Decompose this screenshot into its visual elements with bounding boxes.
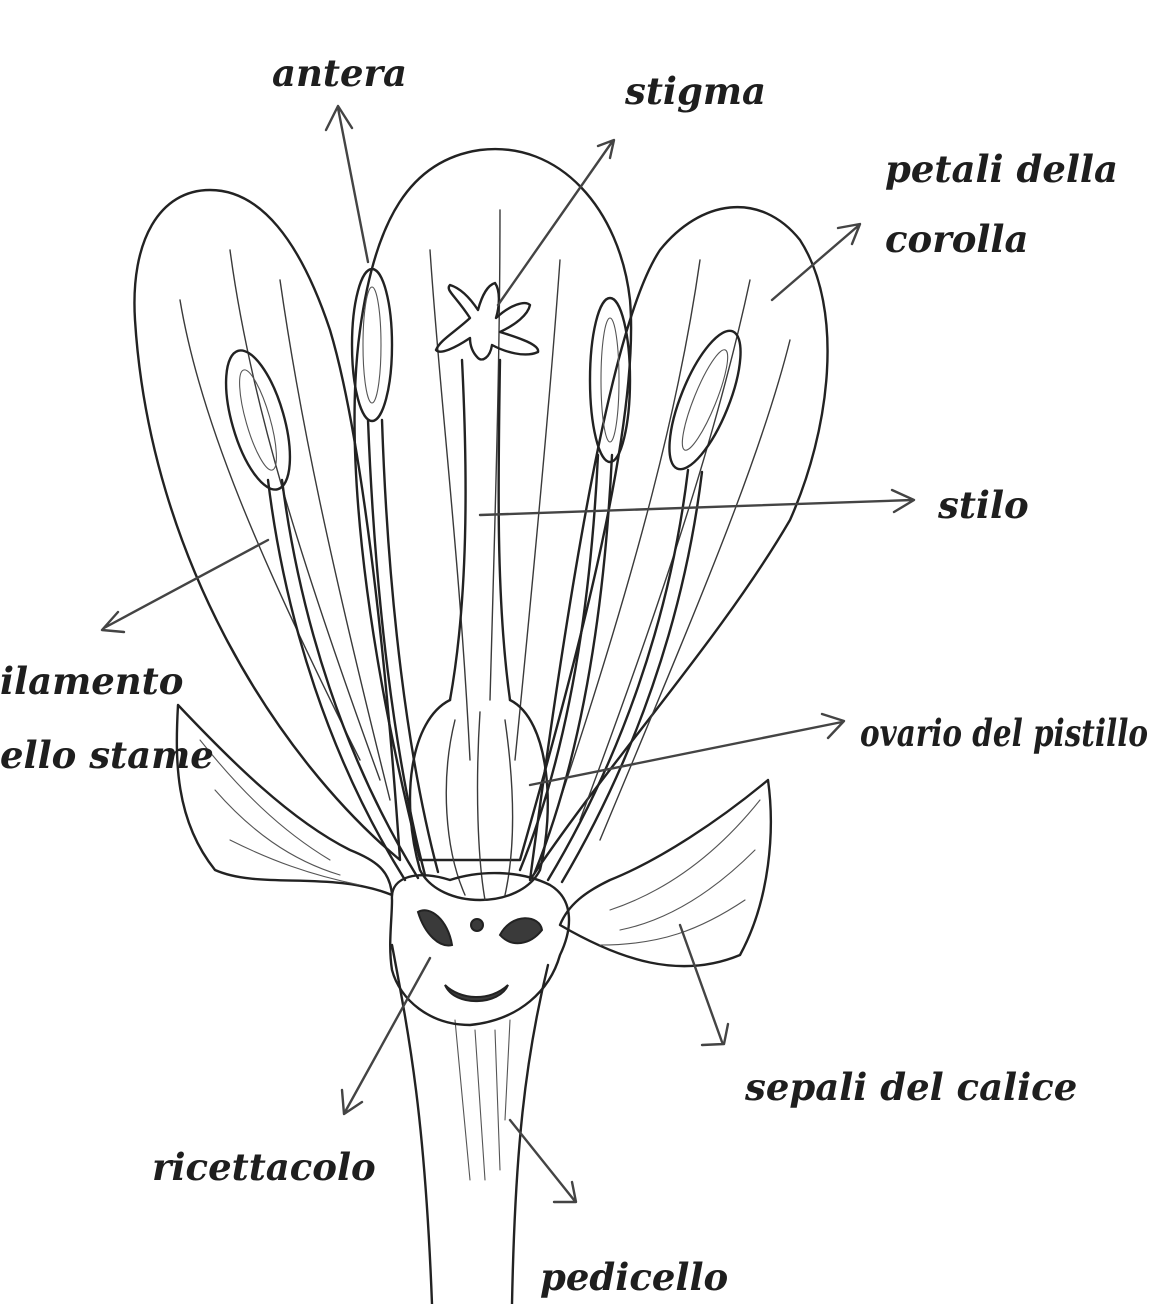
arrow-petali — [772, 224, 860, 300]
label-sepali: sepali del calice — [744, 1065, 1077, 1109]
arrow-antera — [326, 106, 368, 262]
pointer-arrows — [102, 106, 914, 1202]
arrow-filamento — [102, 540, 268, 632]
label-ovario: ovario del pistillo — [860, 711, 1148, 755]
arrow-sepali — [680, 925, 728, 1045]
label-filamento-line2: ello stame — [0, 733, 214, 777]
label-petali-line1: petali della — [885, 147, 1118, 191]
stamens-drawing — [213, 269, 755, 882]
label-stilo: stilo — [937, 483, 1029, 527]
receptacle-drawing — [390, 873, 569, 1025]
arrow-pedicello — [510, 1120, 576, 1202]
label-antera: antera — [272, 51, 407, 95]
label-petali-line2: corolla — [885, 217, 1028, 261]
label-stigma: stigma — [624, 69, 766, 113]
label-filamento-line1: ilamento — [0, 659, 183, 703]
label-ricettacolo: ricettacolo — [152, 1145, 376, 1189]
label-pedicello: pedicello — [540, 1255, 728, 1299]
arrow-stigma — [498, 140, 614, 305]
pistil-drawing — [410, 283, 548, 900]
